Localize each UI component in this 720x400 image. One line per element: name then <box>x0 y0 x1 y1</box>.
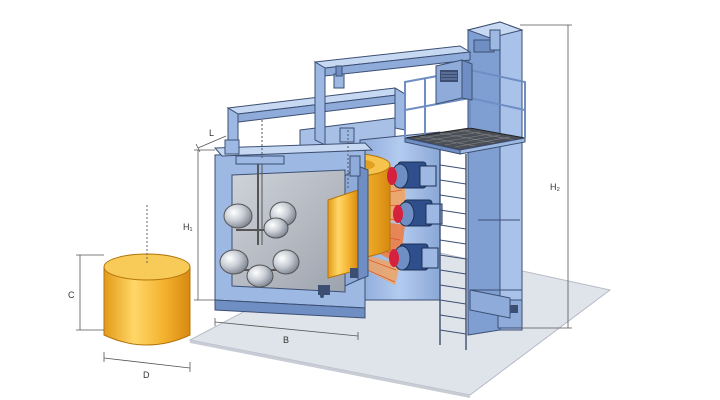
control-cabinet <box>435 59 473 105</box>
workpiece-balls <box>219 201 300 288</box>
access-ladder <box>439 150 467 350</box>
workpiece-cylinder <box>103 205 191 346</box>
dimension-label-d: D <box>143 370 150 380</box>
dimension-label-h1: H₁ <box>183 222 193 232</box>
screw-conveyor <box>469 289 511 319</box>
overhead-rail <box>226 45 472 161</box>
dimension-label-c: C <box>68 290 75 300</box>
cabinet-door <box>327 164 369 287</box>
dimension-label-l: L <box>209 128 214 138</box>
dimension-label-b: B <box>283 335 289 345</box>
dimension-label-h2: H₂ <box>550 182 560 192</box>
floor-plate-edge <box>190 340 470 398</box>
dimension-lines <box>76 24 572 372</box>
blast-turbine-middle <box>393 199 443 227</box>
hook-carriers <box>224 120 361 190</box>
blast-turbine-top <box>387 161 437 189</box>
cabinet-front-frame <box>213 142 374 319</box>
blast-turbine-bottom <box>389 243 439 271</box>
elevator-tower <box>466 21 524 336</box>
